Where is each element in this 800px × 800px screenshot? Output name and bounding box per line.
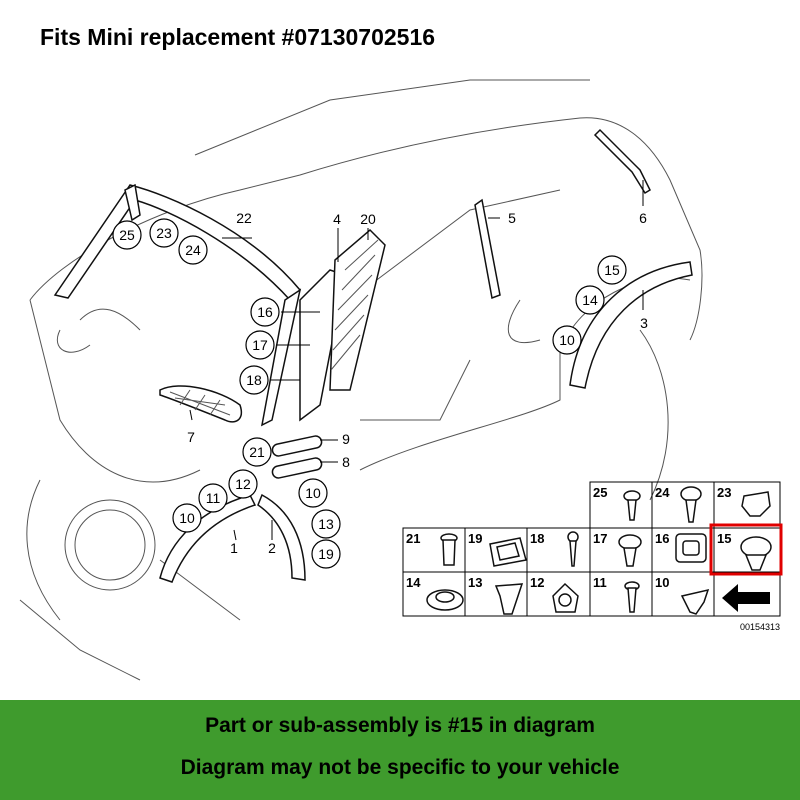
fastener-15-icon (740, 536, 772, 571)
svg-text:13: 13 (318, 516, 334, 532)
svg-text:15: 15 (604, 262, 620, 278)
label-1: 1 (230, 540, 238, 556)
label-22: 22 (236, 210, 252, 226)
svg-text:10: 10 (559, 332, 575, 348)
label-7: 7 (187, 429, 195, 445)
svg-text:17: 17 (252, 337, 268, 353)
fastener-17-icon (618, 534, 642, 567)
callout-10-front-left: 10 (172, 503, 202, 533)
fastener-21-icon (440, 533, 458, 566)
svg-text:14: 14 (406, 575, 421, 590)
callout-10-front-right: 10 (298, 478, 328, 508)
windshield-seal (53, 184, 302, 302)
svg-text:25: 25 (119, 227, 135, 243)
fastener-12-icon (552, 582, 579, 613)
wheel-arch-trim-2 (257, 493, 306, 581)
svg-text:11: 11 (206, 490, 221, 506)
info-banner: Part or sub-assembly is #15 in diagram D… (0, 700, 800, 800)
svg-text:21: 21 (249, 444, 265, 460)
svg-text:18: 18 (246, 372, 262, 388)
svg-text:12: 12 (235, 476, 251, 492)
svg-text:17: 17 (593, 531, 607, 546)
side-marker-9 (271, 435, 323, 457)
label-4: 4 (333, 211, 341, 227)
callout-14: 14 (575, 285, 605, 315)
svg-text:21: 21 (406, 531, 420, 546)
callout-12: 12 (228, 469, 258, 499)
svg-text:23: 23 (156, 225, 172, 241)
banner-disclaimer-line: Diagram may not be specific to your vehi… (180, 756, 620, 779)
svg-text:19: 19 (468, 531, 482, 546)
fastener-23-icon (741, 491, 771, 517)
svg-text:24: 24 (185, 242, 201, 258)
callout-13: 13 (311, 509, 341, 539)
callout-10-rear: 10 (552, 325, 582, 355)
svg-text:10: 10 (655, 575, 669, 590)
svg-text:25: 25 (593, 485, 607, 500)
fastener-14-icon (426, 589, 464, 611)
svg-text:15: 15 (717, 531, 731, 546)
fastener-18-icon (567, 531, 579, 567)
callout-18: 18 (239, 365, 269, 395)
callout-11: 11 (198, 483, 228, 513)
callout-21: 21 (242, 437, 272, 467)
svg-text:10: 10 (305, 485, 321, 501)
highlight-box-15 (709, 523, 783, 576)
parts-diagram: 25 23 24 16 17 18 15 14 10 21 12 11 10 1… (19, 79, 783, 681)
callout-25: 25 (112, 220, 142, 250)
svg-text:24: 24 (655, 485, 670, 500)
parts-table: 25 24 23 21 19 18 17 16 15 14 13 12 11 1… (402, 481, 783, 632)
svg-text:10: 10 (179, 510, 195, 526)
svg-text:18: 18 (530, 531, 544, 546)
label-5: 5 (508, 210, 516, 226)
drawing-number: 00154313 (740, 622, 780, 632)
fastener-19-icon (489, 537, 527, 567)
svg-text:14: 14 (582, 292, 598, 308)
label-2: 2 (268, 540, 276, 556)
side-marker-8 (271, 457, 323, 479)
fastener-24-icon (680, 486, 702, 523)
fastener-11-icon (624, 581, 640, 613)
wheel-arch-trim-3 (569, 261, 693, 389)
label-20: 20 (360, 211, 376, 227)
fastener-10-icon (680, 588, 710, 615)
svg-text:16: 16 (655, 531, 669, 546)
arrow-icon (722, 584, 770, 612)
label-6: 6 (639, 210, 647, 226)
fastener-25-icon (623, 490, 641, 521)
page-title: Fits Mini replacement #07130702516 (40, 24, 436, 50)
svg-text:23: 23 (717, 485, 731, 500)
callout-24: 24 (178, 235, 208, 265)
callout-17: 17 (245, 330, 275, 360)
label-8: 8 (342, 454, 350, 470)
a-pillar-trim-20 (329, 228, 386, 391)
wheel-arch-trim-1 (159, 494, 257, 583)
callout-23: 23 (149, 218, 179, 248)
label-9: 9 (342, 431, 350, 447)
svg-text:11: 11 (593, 575, 607, 590)
fastener-16-icon (675, 533, 707, 563)
svg-text:19: 19 (318, 546, 334, 562)
leader-lines (189, 180, 644, 541)
callout-19: 19 (311, 539, 341, 569)
roof-trim-6 (593, 128, 651, 195)
svg-text:13: 13 (468, 575, 482, 590)
door-trim-5 (474, 198, 501, 300)
label-3: 3 (640, 315, 648, 331)
banner-part-line: Part or sub-assembly is #15 in diagram (205, 714, 595, 737)
car-outline (19, 79, 703, 681)
callout-15: 15 (597, 255, 627, 285)
callout-16: 16 (250, 297, 280, 327)
svg-text:16: 16 (257, 304, 273, 320)
svg-text:12: 12 (530, 575, 544, 590)
fastener-13-icon (494, 583, 524, 615)
